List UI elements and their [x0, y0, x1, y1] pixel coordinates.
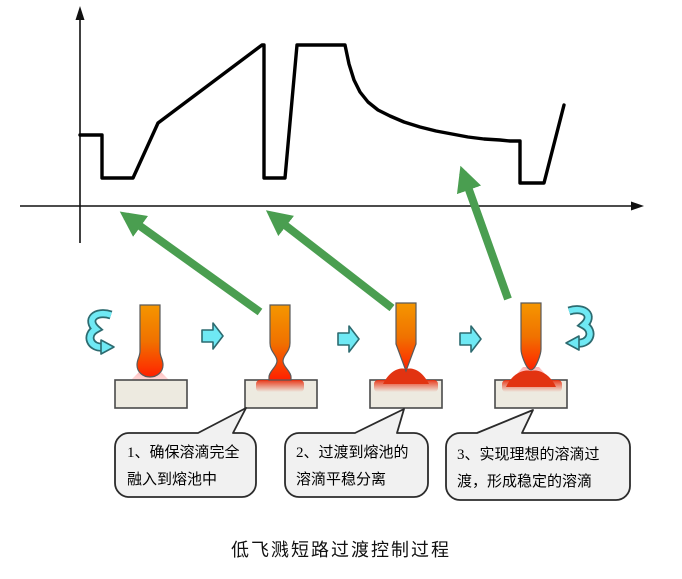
callout-1-text: 1、确保溶滴完全 融入到熔池中	[127, 440, 240, 494]
stage-4-torch	[494, 302, 568, 409]
current-waveform-line	[78, 43, 566, 185]
step-arrow-3-icon	[459, 325, 482, 353]
callout-3-text: 3、实现理想的溶滴过 渡，形成稳定的溶滴	[457, 442, 600, 496]
green-annotation-arrows	[119, 165, 512, 316]
callout-1-line-2: 融入到熔池中	[127, 472, 218, 488]
electrode-wire-bridging	[268, 304, 292, 381]
callout-bubble-2	[284, 408, 429, 498]
callout-2-line-2: 溶滴平稳分离	[296, 472, 387, 488]
axes	[20, 6, 644, 243]
cycle-arrow-left-icon	[85, 309, 115, 355]
callout-bubble-1	[114, 407, 257, 498]
electrode-wire-with-droplet	[136, 304, 164, 378]
stable-droplet	[506, 370, 556, 387]
stage-3-torch	[369, 302, 443, 409]
green-arrow-1	[119, 211, 263, 316]
weld-pool	[256, 380, 304, 392]
stage-1-torch	[114, 304, 188, 409]
step-arrow-1-icon	[201, 322, 224, 350]
green-arrow-3	[456, 165, 512, 301]
y-axis-arrowhead-icon	[75, 6, 85, 20]
workpiece	[114, 379, 188, 409]
x-axis-arrowhead-icon	[631, 201, 644, 211]
cycle-arrow-right-icon	[565, 305, 595, 351]
green-arrow-2	[265, 210, 395, 312]
detached-droplet	[383, 368, 429, 384]
callout-1-line-1: 1、确保溶滴完全	[127, 445, 240, 461]
callout-3-line-2: 渡，形成稳定的溶滴	[457, 474, 593, 490]
electrode-wire-tapered	[520, 302, 542, 371]
step-arrow-2-icon	[337, 325, 360, 353]
figure-caption: 低飞溅短路过渡控制过程	[231, 540, 451, 560]
callout-2-line-1: 2、过渡到熔池的	[296, 445, 409, 461]
electrode-wire-pointed	[395, 302, 417, 373]
callout-bubble-3	[445, 409, 631, 501]
stage-2-torch	[244, 304, 318, 409]
callout-3-line-1: 3、实现理想的溶滴过	[457, 447, 600, 463]
callout-2-text: 2、过渡到熔池的 溶滴平稳分离	[296, 440, 409, 494]
